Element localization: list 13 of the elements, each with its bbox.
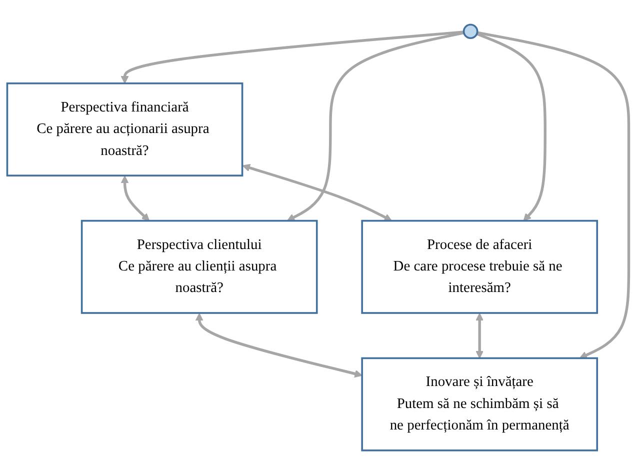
- arrow: [242, 164, 392, 222]
- node-circle: [462, 24, 478, 40]
- node-box: Perspectiva clientului Ce părere au clienții asupra noastră?: [80, 220, 318, 314]
- node-box: Perspectiva financiară Ce părere au acționarii asupra noastră?: [6, 82, 244, 176]
- arrow: [120, 30, 464, 84]
- arrow: [195, 313, 362, 378]
- arrow: [120, 176, 150, 222]
- arrow: [476, 313, 484, 359]
- node-box: Procese de afaceri De care procese trebuie să ne interesăm?: [361, 220, 598, 314]
- arrow: [476, 32, 546, 222]
- arrow: [286, 31, 464, 222]
- arrow: [476, 31, 630, 359]
- node-box: Inovare și învățare Putem să ne schimbăm și să ne perfecționăm în permanență: [361, 357, 598, 452]
